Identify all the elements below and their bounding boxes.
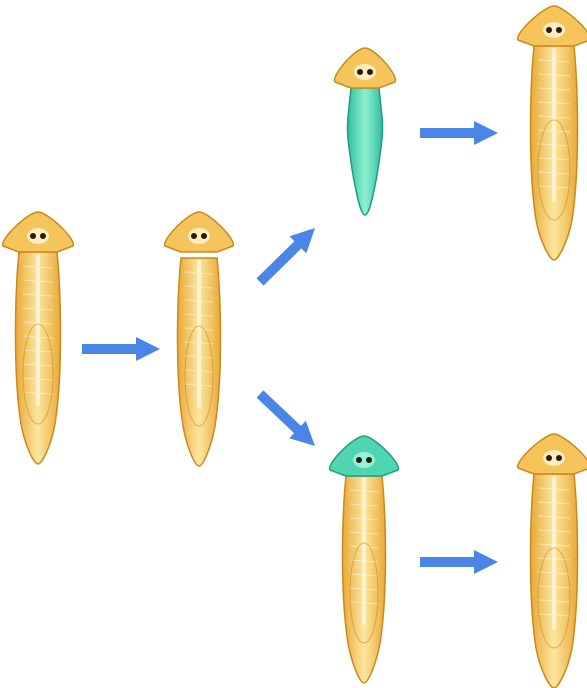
- arrow-cut-to-tail-piece: [257, 390, 315, 446]
- eye-left-icon: [356, 457, 362, 463]
- eye-left-icon: [191, 233, 197, 239]
- worm-body: [348, 88, 383, 215]
- worm-head-piece-result: [518, 6, 587, 260]
- arrow-right-icon: [420, 550, 498, 574]
- eye-right-icon: [201, 233, 207, 239]
- eye-left-icon: [546, 455, 552, 461]
- eye-right-icon: [366, 457, 372, 463]
- eye-right-icon: [556, 455, 562, 461]
- worm-tail-piece-result: [518, 434, 587, 688]
- eye-left-icon: [546, 27, 552, 33]
- arrow-right-icon: [257, 228, 316, 286]
- worm-cut: [165, 212, 234, 466]
- arrow-cut-to-head-piece: [257, 228, 316, 286]
- arrow-right-icon: [257, 390, 315, 446]
- eye-left-icon: [30, 233, 36, 239]
- arrow-right-icon: [82, 337, 160, 361]
- worm-head-piece: [335, 48, 396, 215]
- arrow-right-icon: [420, 121, 498, 145]
- arrow-head-piece-to-result: [420, 121, 498, 145]
- eye-right-icon: [367, 69, 373, 75]
- worm-intact: [3, 212, 74, 464]
- arrow-intact-to-cut: [82, 337, 160, 361]
- worm-tail-piece: [330, 436, 399, 683]
- eye-right-icon: [556, 27, 562, 33]
- arrow-tail-piece-to-result: [420, 550, 498, 574]
- eye-left-icon: [357, 69, 363, 75]
- eye-right-icon: [40, 233, 46, 239]
